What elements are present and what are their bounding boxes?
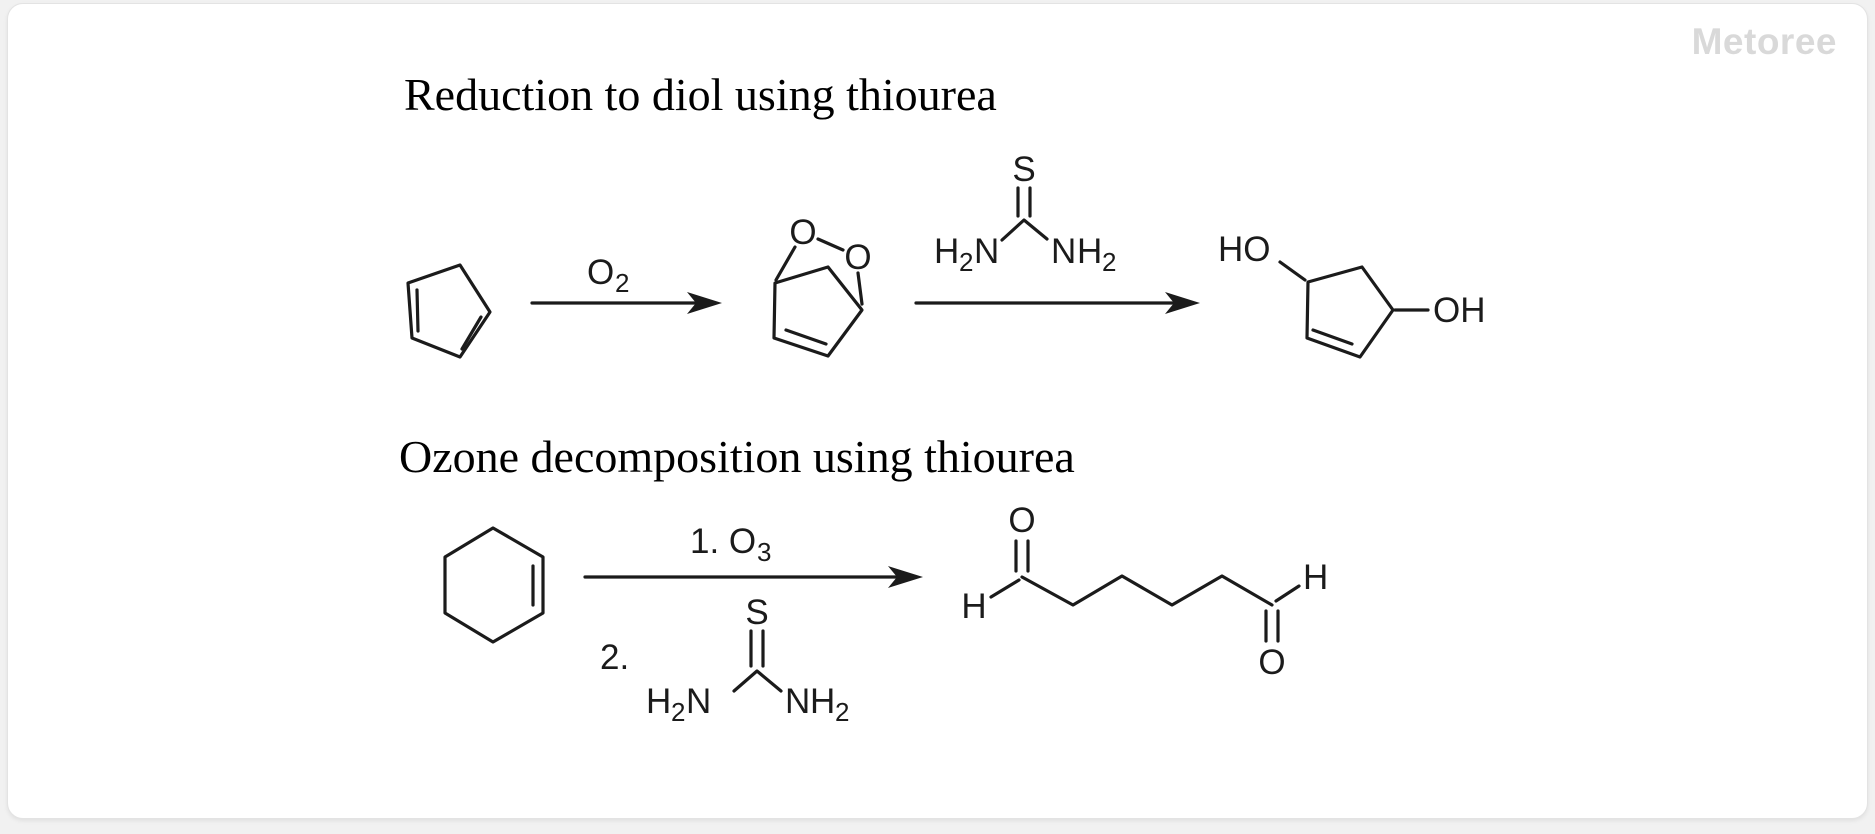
endoperoxide-double-bond	[784, 328, 828, 346]
endoperoxide-ring	[772, 265, 864, 358]
c-n-bonds	[1000, 218, 1049, 242]
amine-left-n: N	[686, 682, 711, 721]
cyclopentene-ring	[1305, 265, 1395, 359]
c1-o-double-bond	[1014, 539, 1030, 573]
amine-right-subscript: 2	[1102, 247, 1116, 277]
aldehyde-h-right: H	[1303, 558, 1328, 597]
peroxide-o-c1-bond	[774, 245, 797, 282]
content-card	[7, 3, 1868, 819]
oxygen-atom-right: O	[844, 238, 871, 277]
c-s-double-bond	[1016, 186, 1032, 218]
arrow-head	[888, 566, 923, 588]
cyclopentenediol-structure: HO OH	[1218, 230, 1486, 359]
hydroxyl-label-left: HO	[1218, 230, 1271, 269]
oxygen-reagent-subscript: 2	[615, 268, 629, 298]
amine-right-subscript: 2	[835, 697, 849, 727]
metoree-watermark: Metoree	[1691, 21, 1837, 62]
amine-right-n: N	[1051, 232, 1076, 271]
amine-left-subscript: 2	[959, 247, 973, 277]
hydroxyl-label-right: OH	[1433, 291, 1486, 330]
cyclopentadiene-double-bond-right	[460, 315, 483, 351]
aldehyde-h-left: H	[961, 587, 986, 626]
scheme2-title: Ozone decomposition using thiourea	[399, 431, 1075, 482]
oxygen-atom-left: O	[789, 213, 816, 252]
reaction-arrow-1: O 2	[530, 253, 722, 314]
scheme2-reaction: 1. O 3 2. S H 2 N N H 2 H O O H	[443, 501, 1328, 727]
cyclohexene-structure	[443, 526, 545, 644]
scheme1-title: Reduction to diol using thiourea	[404, 69, 997, 120]
reaction-arrow-2	[914, 292, 1200, 314]
oxygen-reagent-label: O	[587, 253, 614, 292]
cyclopentadiene-double-bond-left	[415, 288, 420, 333]
cyclopentadiene-skeleton	[406, 263, 492, 359]
c6-h-bond	[1274, 584, 1301, 603]
amine-right-h: H	[810, 682, 835, 721]
c-n-bonds	[732, 669, 783, 693]
peroxide-o-c4-bond	[856, 271, 864, 306]
sulfur-atom: S	[1012, 150, 1035, 189]
peroxide-o-o-bond	[816, 237, 845, 252]
amine-left-subscript: 2	[671, 697, 685, 727]
step2-number-label: 2.	[600, 638, 629, 677]
h-c1-bond	[989, 578, 1021, 599]
step1-ozone-subscript: 3	[757, 537, 771, 567]
amine-right-h: H	[1077, 232, 1102, 271]
carbon-chain	[1020, 574, 1274, 607]
amine-left-h: H	[934, 232, 959, 271]
amine-right-n: N	[785, 682, 810, 721]
carbonyl-o-bottom: O	[1258, 643, 1285, 682]
cyclopentadiene-structure	[406, 263, 492, 359]
c-s-double-bond	[749, 629, 765, 668]
arrow-head	[687, 292, 722, 314]
reaction-arrow-3: 1. O 3 2.	[583, 522, 923, 677]
thiourea-structure-1: S H 2 N N H 2	[934, 150, 1116, 277]
c6-o-double-bond	[1264, 609, 1280, 643]
sulfur-atom: S	[745, 593, 768, 632]
hexanedial-structure: H O O H	[961, 501, 1328, 682]
thiourea-structure-2: S H 2 N N H 2	[646, 593, 849, 727]
arrow-head	[1165, 292, 1200, 314]
scheme1-reaction: O 2 O O S H 2 N N H 2	[406, 150, 1486, 359]
amine-left-n: N	[974, 232, 999, 271]
ho-c-bond	[1278, 260, 1307, 282]
carbonyl-o-top: O	[1008, 501, 1035, 540]
step1-ozone-label: 1. O	[690, 522, 756, 561]
endoperoxide-structure: O O	[772, 213, 872, 358]
cyclopentene-double-bond	[1311, 328, 1354, 346]
amine-left-h: H	[646, 682, 671, 721]
cyclohexene-ring	[443, 526, 545, 644]
